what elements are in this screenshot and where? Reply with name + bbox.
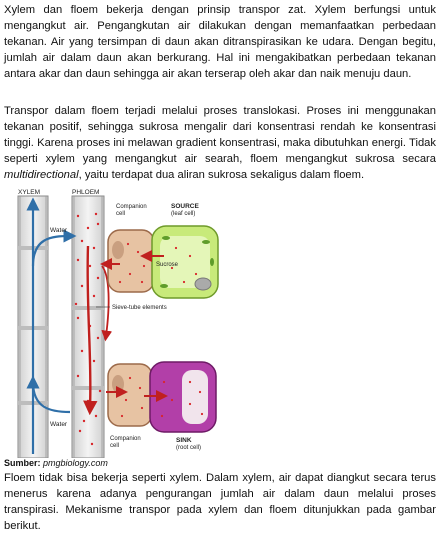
label-companion-top-2: cell [116, 211, 125, 217]
caption-prefix: Sumber: [4, 458, 41, 468]
phloem-flow-arrow-down [83, 245, 98, 416]
paragraph-text: , yaitu terdapat dua aliran sukrosa seka… [78, 169, 365, 181]
label-water-top: Water [50, 227, 68, 234]
italic-term: multidirectional [4, 169, 79, 181]
label-water-bottom: Water [50, 421, 68, 428]
label-xylem: XYLEM [18, 189, 40, 196]
label-sink: SINK [176, 437, 192, 444]
paragraph-text: Transpor dalam floem terjadi melalui pro… [4, 105, 436, 165]
label-source: SOURCE [171, 203, 199, 210]
paragraph-phloem-vs-xylem: Floem tidak bisa bekerja seperti xylem. … [4, 472, 436, 532]
source-leaf-cell [151, 225, 219, 299]
label-sink-sub: (root cell) [176, 445, 201, 451]
label-sieve-tube: Sieve-tube elements [112, 305, 167, 311]
label-companion-top: Companion [116, 204, 147, 210]
sucrose-dots [74, 212, 102, 446]
xylem-phloem-diagram: XYLEM PHLOEM [17, 189, 219, 458]
sink-root-cell [149, 361, 217, 433]
label-companion-bottom: Companion [110, 436, 141, 442]
caption-source: pmgbiology.com [40, 458, 108, 468]
label-phloem: PHLOEM [72, 189, 99, 196]
label-sucrose: Sucrose [156, 262, 179, 268]
water-arrow-bottom [26, 375, 71, 414]
paragraph-xylem-function: Xylem dan floem bekerja dengan prinsip t… [4, 4, 436, 80]
paragraph-phloem-translocation: Transpor dalam floem terjadi melalui pro… [4, 103, 436, 183]
figure-caption: Sumber: pmgbiology.com [4, 458, 108, 468]
label-companion-bottom-2: cell [110, 443, 119, 449]
companion-cell-top [107, 229, 155, 293]
water-arrow-top [31, 229, 77, 267]
label-source-sub: (leaf cell) [171, 211, 195, 217]
